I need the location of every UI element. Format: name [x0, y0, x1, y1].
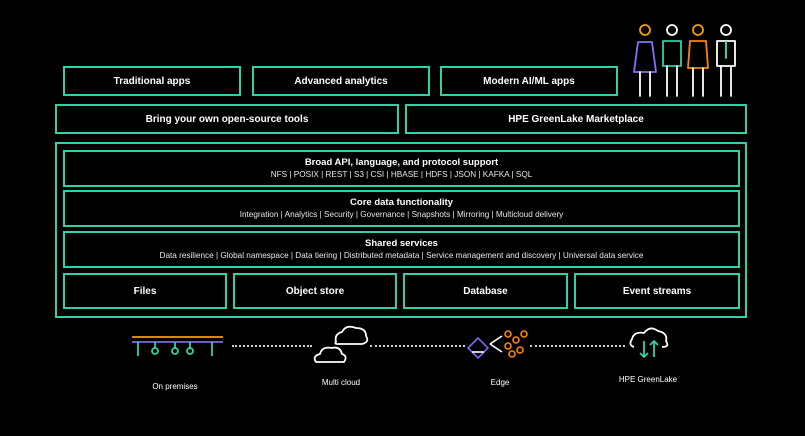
shared-services-list: Data resilience | Global namespace | Dat… [159, 251, 644, 260]
files-box: Files [63, 273, 227, 309]
event-streams-box: Event streams [574, 273, 740, 309]
greenlake-marketplace-box: HPE GreenLake Marketplace [405, 104, 747, 134]
connector-line [370, 345, 465, 347]
advanced-analytics-box: Advanced analytics [252, 66, 430, 96]
on-premises-icon [132, 336, 223, 356]
hpe-greenlake-label: HPE GreenLake [618, 375, 678, 384]
multi-cloud-label: Multi cloud [321, 378, 361, 387]
greenlake-cloud-icon [629, 327, 669, 358]
api-protocol-list: NFS | POSIX | REST | S3 | CSI | HBASE | … [270, 170, 533, 179]
people-icon [633, 24, 736, 97]
core-data-title: Core data functionality [350, 197, 453, 208]
edge-label: Edge [490, 378, 510, 387]
api-protocol-title: Broad API, language, and protocol suppor… [304, 157, 499, 168]
object-store-box: Object store [233, 273, 397, 309]
data-fabric-container [55, 142, 747, 318]
database-box: Database [403, 273, 568, 309]
edge-icon [466, 330, 528, 360]
connector-line [232, 345, 312, 347]
open-source-tools-box: Bring your own open-source tools [55, 104, 399, 134]
api-protocol-layer: Broad API, language, and protocol suppor… [63, 150, 740, 187]
connector-line [530, 345, 625, 347]
shared-services-layer: Shared services Data resilience | Global… [63, 231, 740, 268]
multi-cloud-icon [313, 325, 369, 363]
core-data-list: Integration | Analytics | Security | Gov… [239, 210, 564, 219]
on-premises-label: On premises [152, 382, 198, 391]
core-data-layer: Core data functionality Integration | An… [63, 190, 740, 227]
modern-ai-ml-apps-box: Modern AI/ML apps [440, 66, 618, 96]
shared-services-title: Shared services [365, 238, 438, 249]
traditional-apps-box: Traditional apps [63, 66, 241, 96]
